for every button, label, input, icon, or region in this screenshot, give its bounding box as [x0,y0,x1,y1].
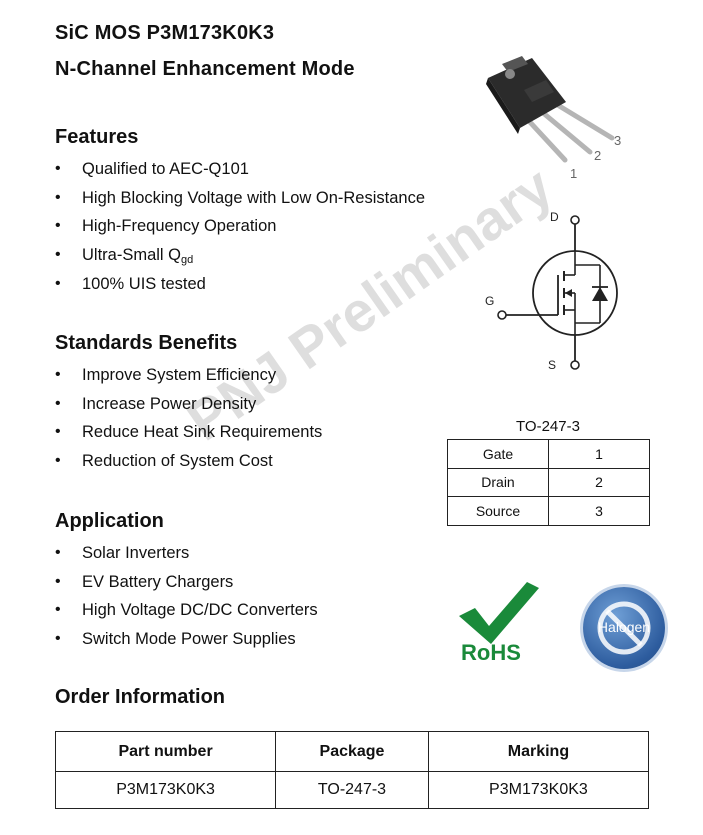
features-heading: Features [55,126,139,148]
list-item: 100% UIS tested [55,270,425,299]
table-row: Drain 2 [447,467,650,497]
list-item: EV Battery Chargers [55,568,318,597]
pin-number-cell: 3 [548,496,650,526]
mosfet-symbol: D G S [485,210,618,372]
list-item: Switch Mode Power Supplies [55,625,318,654]
rohs-logo: RoHS [455,578,545,670]
application-heading: Application [55,510,164,532]
table-row: P3M173K0K3 TO-247-3 P3M173K0K3 [54,771,650,809]
pin-name-cell: Gate [447,439,549,469]
prohibition-icon [597,601,651,655]
list-item: Solar Inverters [55,539,318,568]
list-item: Reduce Heat Sink Requirements [55,418,322,447]
features-list: Qualified to AEC-Q101 High Blocking Volt… [55,155,425,298]
pin-table-caption: TO-247-3 [516,418,580,435]
package-image: 1 2 3 [486,56,621,181]
part-number-cell: P3M173K0K3 [54,771,277,809]
document-subtitle: N-Channel Enhancement Mode [55,58,355,80]
pin-number-1: 1 [570,166,577,181]
checkmark-shape [459,582,539,644]
order-heading: Order Information [55,686,226,708]
marking-cell: P3M173K0K3 [427,771,650,809]
table-row: Source 3 [447,496,650,526]
pin-name-cell: Drain [447,467,549,497]
column-header: Marking [427,731,650,772]
halogen-text: Halogen [597,619,651,635]
list-item: High Blocking Voltage with Low On-Resist… [55,184,425,213]
order-table: Part number Package Marking P3M173K0K3 T… [54,731,650,809]
table-header-row: Part number Package Marking [54,731,650,772]
package-cell: TO-247-3 [275,771,429,809]
pin-number-cell: 1 [548,439,650,469]
pin-number-2: 2 [594,148,601,163]
standards-heading: Standards Benefits [55,332,238,354]
document-title: SiC MOS P3M173K0K3 [55,22,275,44]
standards-list: Improve System Efficiency Increase Power… [55,361,322,476]
drain-label: D [550,210,559,224]
pin-name-cell: Source [447,496,549,526]
source-label: S [548,358,556,372]
pin-number-cell: 2 [548,467,650,497]
checkmark-icon [459,582,539,644]
subscript: gd [181,254,194,267]
table-row: Gate 1 [447,439,650,469]
gate-label: G [485,294,494,308]
application-list: Solar Inverters EV Battery Chargers High… [55,539,318,654]
pin-number-3: 3 [614,133,621,148]
rohs-text: RoHS [461,640,521,665]
pin-table: Gate 1 Drain 2 Source 3 [447,439,650,526]
list-item: Improve System Efficiency [55,361,322,390]
list-item: Qualified to AEC-Q101 [55,155,425,184]
list-item: High Voltage DC/DC Converters [55,596,318,625]
halogen-free-logo: Halogen [583,587,665,669]
list-item: Reduction of System Cost [55,447,322,476]
list-item: Increase Power Density [55,390,322,419]
column-header: Part number [54,731,277,772]
column-header: Package [275,731,429,772]
list-item: Ultra-Small Qgd [55,241,425,270]
list-item: High-Frequency Operation [55,212,425,241]
